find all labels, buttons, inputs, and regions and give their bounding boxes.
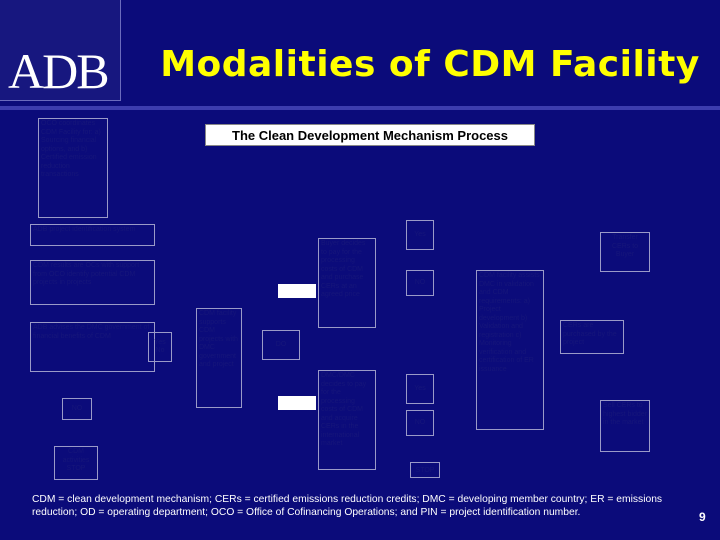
box-oco-coordinates: OCO coordinates CDM Facility for: a) Sou…	[38, 118, 108, 218]
box-cdm-stop: CDM activities STOP	[54, 446, 98, 480]
no-decision-2: NO	[406, 270, 434, 296]
box-cdm-facility-support: CDM facility supports CDM projects with …	[196, 308, 242, 408]
box-dmc-decides: DMC/DMC decides to pay for the processin…	[318, 370, 376, 470]
box-transfer-cers: Transfer CERs to Buyer	[600, 232, 650, 272]
adb-logo-text: ADB	[8, 43, 110, 99]
box-sell-cers: Sell CERs to highest bidder in the marke…	[600, 400, 650, 452]
box-cers-purchased: CERs are purchased by the project	[560, 320, 624, 354]
white-marker-2	[278, 396, 316, 410]
decision-do: DO	[262, 330, 300, 360]
slide-title: Modalities of CDM Facility	[160, 44, 700, 85]
box-od-scan: CDM results are OCs with support from OC…	[30, 260, 155, 305]
title-divider	[0, 106, 720, 110]
no-decision-1: NO	[62, 398, 92, 420]
box-buyer-decides: Buyer decides to pay for the processing …	[318, 238, 376, 328]
box-pin-search: ADB project identification system	[30, 224, 155, 246]
no-decision-3: NO	[406, 410, 434, 436]
yes-decision-3: Yes	[406, 374, 434, 404]
yes-no-decision-1: Yes No	[148, 332, 172, 362]
page-number: 9	[699, 510, 706, 524]
chart-header: The Clean Development Mechanism Process	[205, 124, 535, 146]
box-dmc-advise: ADB advises the DMC government of financ…	[30, 322, 155, 372]
footnote: CDM = clean development mechanism; CERs …	[32, 494, 663, 518]
yes-decision-2: Yes	[406, 220, 434, 250]
box-cdm-facility-assists: CDM facility assists DMC in validation a…	[476, 270, 544, 430]
adb-logo: ADB	[0, 0, 121, 101]
decision-stop: STOP	[410, 462, 440, 478]
white-marker-1	[278, 284, 316, 298]
